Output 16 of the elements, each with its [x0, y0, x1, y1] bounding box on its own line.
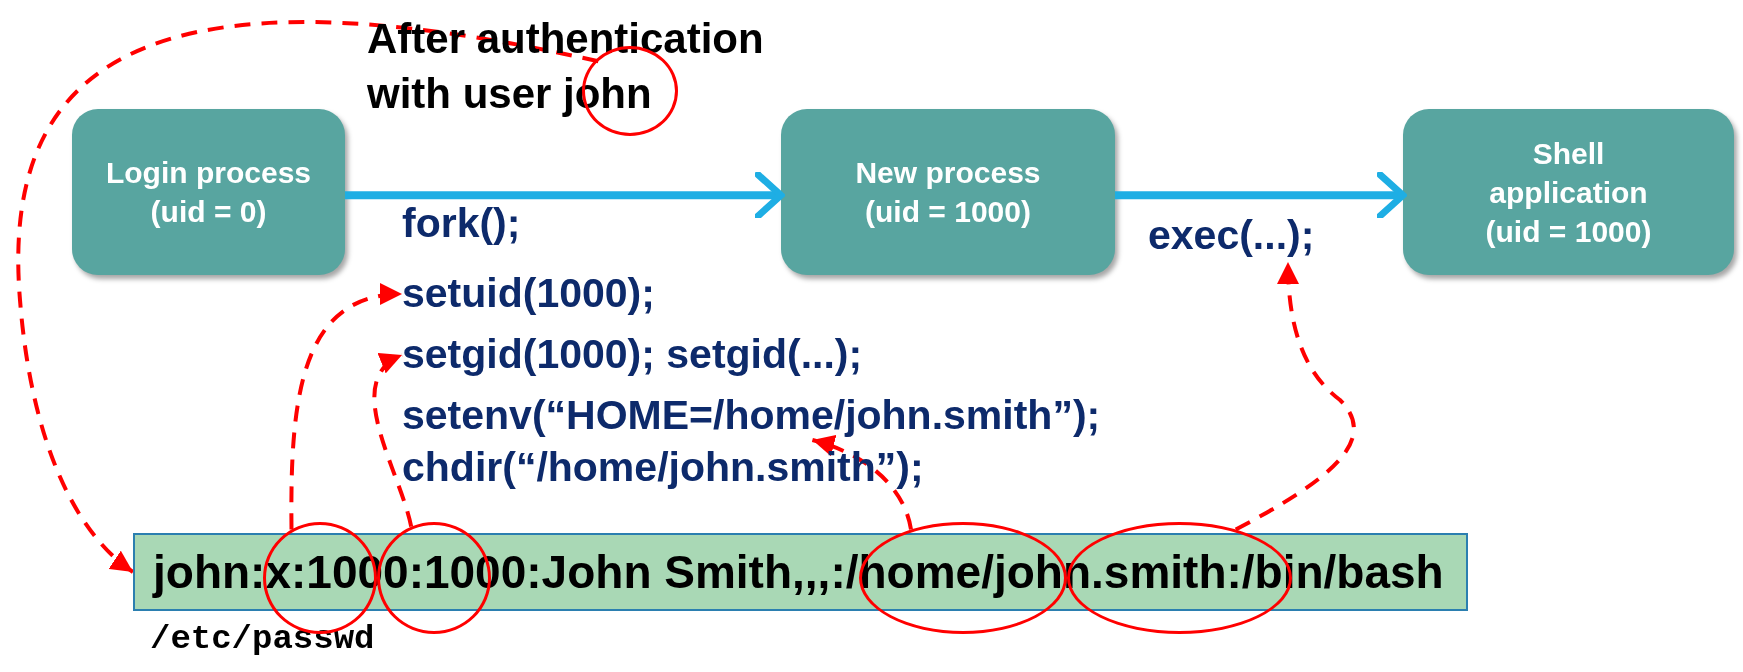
- process-box: Shell application (uid = 1000): [1403, 109, 1734, 275]
- process-box: Login process (uid = 0): [72, 109, 345, 275]
- dashed-arrow: [811, 435, 913, 530]
- arrow: [1115, 171, 1407, 220]
- code-text: setenv(“HOME=/home/john.smith”);: [402, 392, 1101, 440]
- code-text: exec(...);: [1148, 212, 1315, 260]
- code-text: chdir(“/home/john.smith”);: [402, 444, 924, 492]
- code-text: fork();: [402, 200, 521, 248]
- process-box: New process (uid = 1000): [781, 109, 1115, 275]
- code-text: setuid(1000);: [402, 270, 655, 318]
- dashed-arrow: [289, 285, 403, 530]
- arrow: [345, 171, 785, 220]
- dashed-arrow: [1234, 261, 1356, 532]
- file-path: /etc/passwd: [150, 620, 375, 658]
- code-text: setgid(1000); setgid(...);: [402, 331, 863, 379]
- dashed-arrow: [372, 353, 414, 528]
